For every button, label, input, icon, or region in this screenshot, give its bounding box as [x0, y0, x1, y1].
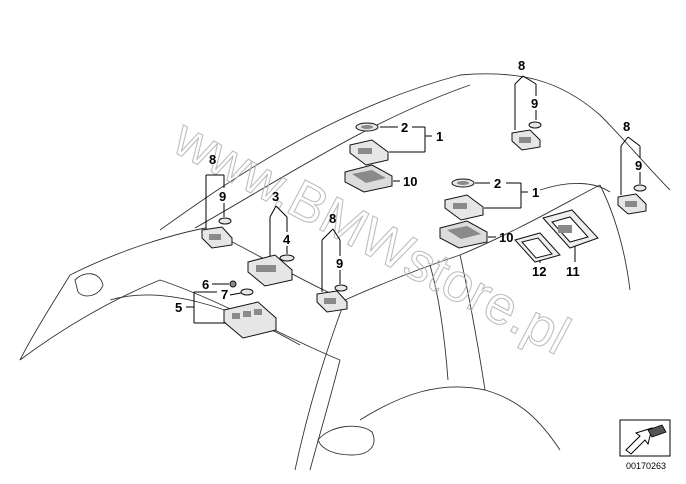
- callout-1-middle: 1: [532, 185, 539, 200]
- document-number: 00170263: [626, 461, 666, 471]
- callout-12: 12: [532, 264, 546, 279]
- leader-lines: [186, 75, 641, 324]
- part-lamp-8-9-center: [316, 284, 348, 313]
- callout-9-far-right: 9: [635, 158, 642, 173]
- callout-3: 3: [272, 189, 279, 204]
- callouts: 2 1 10 2 1 10 8 9 8 9 8 9 3 4 8 9 6 7 5 …: [175, 58, 642, 315]
- part-trim-frame-12: [514, 232, 561, 263]
- callout-7: 7: [221, 287, 228, 302]
- callout-4: 4: [283, 232, 291, 247]
- callout-6: 6: [202, 277, 209, 292]
- part-front-console-5-6-7: [223, 280, 277, 339]
- part-reading-lamp-middle: [444, 194, 484, 221]
- callout-8-center: 8: [329, 211, 336, 226]
- part-interior-light-frame-middle: [439, 220, 488, 249]
- car-body-outline: [19, 73, 671, 471]
- part-lamp-8-9-top: [511, 121, 542, 151]
- callout-8-top-right: 8: [518, 58, 525, 73]
- part-lamp-3-4: [247, 254, 295, 287]
- callout-11: 11: [566, 264, 580, 279]
- part-trim-frame-11: [542, 209, 599, 249]
- part-reading-lamp-top: [349, 139, 389, 166]
- callout-2-middle: 2: [494, 176, 501, 191]
- callout-8-far-right: 8: [623, 119, 630, 134]
- callout-9-left: 9: [219, 189, 226, 204]
- callout-5: 5: [175, 300, 182, 315]
- callout-8-left: 8: [209, 152, 216, 167]
- part-lamp-8-9-right: [617, 184, 647, 215]
- callout-10-middle: 10: [499, 230, 513, 245]
- orientation-arrow-icon: [625, 427, 653, 455]
- orientation-box: [619, 419, 671, 457]
- part-lamp-8-9-left: [201, 217, 233, 249]
- callout-1-top: 1: [436, 129, 443, 144]
- part-interior-light-frame-top: [344, 164, 393, 193]
- callout-10-top: 10: [403, 174, 417, 189]
- callout-9-top-right: 9: [531, 96, 538, 111]
- callout-2-top: 2: [401, 120, 408, 135]
- callout-9-center: 9: [336, 256, 343, 271]
- part-lens-top: [355, 122, 379, 132]
- part-lens-middle: [451, 178, 475, 188]
